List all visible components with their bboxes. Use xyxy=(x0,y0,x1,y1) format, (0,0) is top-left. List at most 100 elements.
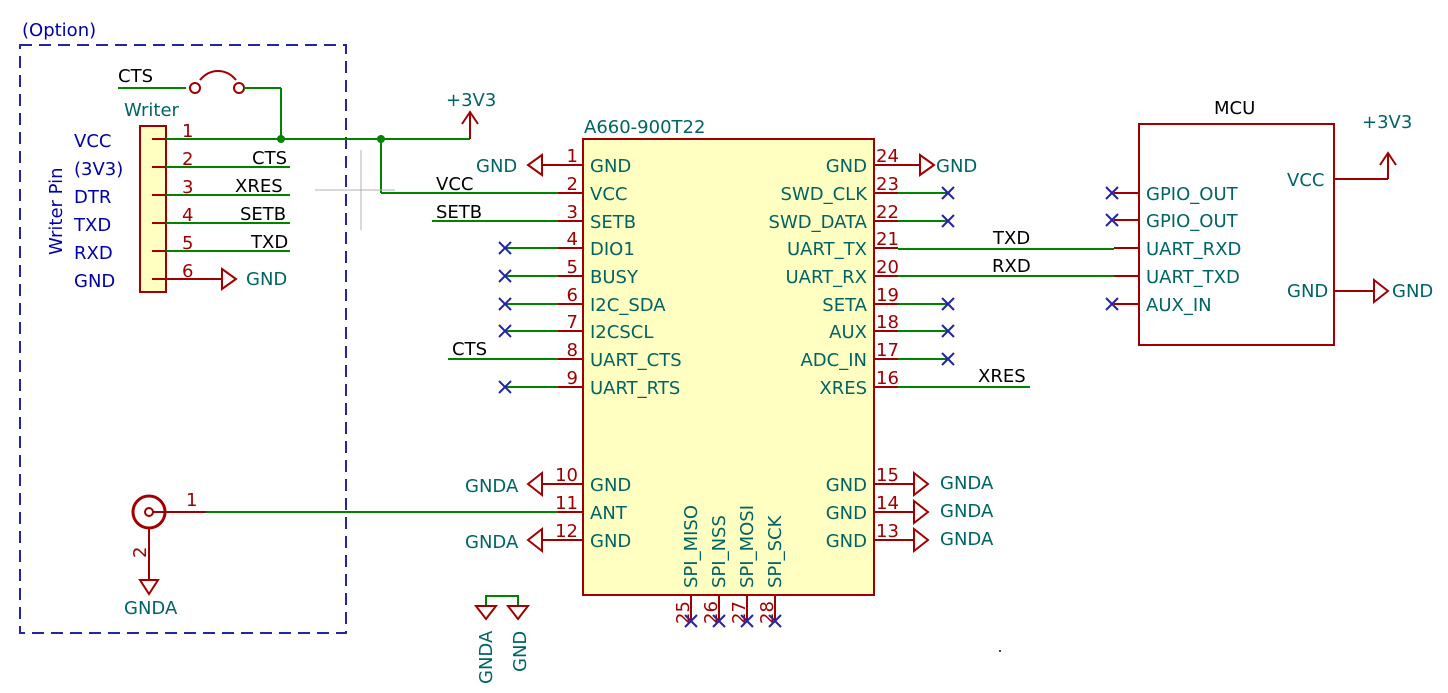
writer-pin-label: RXD xyxy=(74,243,113,264)
module-pin-number: 13 xyxy=(876,521,899,542)
svg-text:2: 2 xyxy=(130,547,151,558)
module-pin-name: SPI_NSS xyxy=(709,515,730,588)
module-pin-name: DIO1 xyxy=(590,239,635,260)
svg-text:TXD: TXD xyxy=(992,228,1030,249)
no-connect-mark xyxy=(1105,186,1119,200)
module-pin-name: SPI_MOSI xyxy=(737,505,758,588)
svg-text:GNDA: GNDA xyxy=(940,529,994,550)
module-pin-name: AUX xyxy=(829,322,867,343)
svg-text:CTS: CTS xyxy=(452,339,487,360)
svg-text:SETB: SETB xyxy=(436,202,482,223)
module-pin-name: SWD_DATA xyxy=(769,212,868,233)
module-pin-number: 9 xyxy=(567,368,578,389)
module-pin-number: 14 xyxy=(876,493,899,514)
writer-pin-label: TXD xyxy=(73,215,111,236)
module-pin-name: I2C_SDA xyxy=(590,295,666,316)
writer-net-setb: SETB xyxy=(240,204,286,225)
module-pin-number: 22 xyxy=(876,202,899,223)
module-pin-name: BUSY xyxy=(590,267,639,288)
module-pin-number: 7 xyxy=(567,312,578,333)
mcu-block: MCU GPIO_OUTGPIO_OUTUART_RXDUART_TXDAUX_… xyxy=(1105,98,1433,346)
writer-title: Writer xyxy=(124,100,180,121)
module-pin-name: UART_TX xyxy=(787,239,867,260)
svg-text:RXD: RXD xyxy=(992,256,1031,277)
module-pin-number: 16 xyxy=(876,368,899,389)
writer-net-txd: TXD xyxy=(250,232,288,253)
module-pin-number: 19 xyxy=(876,285,899,306)
power-3v3-left: +3V3 xyxy=(446,90,496,139)
module-pin-name: GND xyxy=(590,156,631,177)
module-pin-name: GND xyxy=(590,531,631,552)
mcu-name: MCU xyxy=(1214,98,1255,119)
svg-text:GND: GND xyxy=(510,631,531,672)
module-pin-name: UART_RX xyxy=(785,267,867,288)
module-pin-name: GND xyxy=(826,531,867,552)
module-pin-number: 1 xyxy=(567,146,578,167)
module-pin-number: 3 xyxy=(567,202,578,223)
svg-text:GNDA: GNDA xyxy=(465,532,519,553)
writer-pin-label: DTR xyxy=(74,187,111,208)
writer-pin-label: GND xyxy=(74,271,115,292)
module-pin-number: 8 xyxy=(567,340,578,361)
no-connect-mark xyxy=(1105,213,1119,227)
no-connect-mark xyxy=(498,380,512,394)
no-connect-mark xyxy=(684,614,698,628)
module-pin-number: 5 xyxy=(567,257,578,278)
no-connect-mark xyxy=(740,614,754,628)
svg-text:GNDA: GNDA xyxy=(465,476,519,497)
writer-pin-label: VCC xyxy=(74,131,111,152)
svg-text:GND: GND xyxy=(1287,281,1328,302)
svg-text:GND: GND xyxy=(476,156,517,177)
module-pin-number: 10 xyxy=(555,465,578,486)
svg-text:GNDA: GNDA xyxy=(940,501,994,522)
no-connect-mark xyxy=(498,241,512,255)
svg-text:1: 1 xyxy=(186,490,197,511)
module-pin-name: XRES xyxy=(819,378,867,399)
no-connect-mark xyxy=(1105,297,1119,311)
module-pin-number: 4 xyxy=(567,229,578,250)
module-pin-number: 24 xyxy=(876,146,899,167)
module-pin-name: GND xyxy=(826,156,867,177)
writer-pin-number: 5 xyxy=(182,233,193,254)
no-connect-mark xyxy=(941,352,955,366)
option-frame: (Option) Writer Pin xyxy=(19,20,347,634)
module-pin-number: 20 xyxy=(876,257,899,278)
mcu-pin-name: GPIO_OUT xyxy=(1146,184,1239,205)
svg-text:GND: GND xyxy=(1392,281,1433,302)
module-pin-name: UART_CTS xyxy=(590,350,682,371)
writer-net-xres: XRES xyxy=(235,176,283,197)
module-pin-number: 15 xyxy=(876,465,899,486)
module-pin-number: 6 xyxy=(567,285,578,306)
module-pin-name: GND xyxy=(826,475,867,496)
module-pin-name: SPI_SCK xyxy=(765,514,786,588)
writer-pin-number: 2 xyxy=(182,149,193,170)
writer-gnd-label: GND xyxy=(246,269,287,290)
module-name: A660-900T22 xyxy=(584,117,705,138)
module-pin-name: VCC xyxy=(590,184,627,205)
svg-text:XRES: XRES xyxy=(978,366,1026,387)
no-connect-mark xyxy=(498,297,512,311)
no-connect-mark xyxy=(941,297,955,311)
module-pin-name: I2CSCL xyxy=(590,322,653,343)
svg-text:VCC: VCC xyxy=(436,174,473,195)
mcu-pin-name: GPIO_OUT xyxy=(1146,211,1239,232)
writer-pin-number: 1 xyxy=(182,121,193,142)
no-connect-mark xyxy=(768,614,782,628)
writer-pin-number: 3 xyxy=(182,177,193,198)
module-pin-name: ANT xyxy=(590,503,628,524)
writer-pin-number: 6 xyxy=(182,261,193,282)
mcu-pin-name: UART_RXD xyxy=(1146,239,1241,260)
module-pin-number: 23 xyxy=(876,174,899,195)
module-pin-name: SETA xyxy=(822,295,867,316)
module-pin-name: UART_RTS xyxy=(590,378,680,399)
mcu-pin-name: AUX_IN xyxy=(1146,295,1212,316)
module-pin-number: 21 xyxy=(876,229,899,250)
module-pin-number: 17 xyxy=(876,340,899,361)
svg-text:GNDA: GNDA xyxy=(940,473,994,494)
module-pin-name: SETB xyxy=(590,212,636,233)
writer-pin-label: Writer Pin xyxy=(46,167,67,255)
bottom-ground-pair: GNDA GND xyxy=(473,595,531,684)
